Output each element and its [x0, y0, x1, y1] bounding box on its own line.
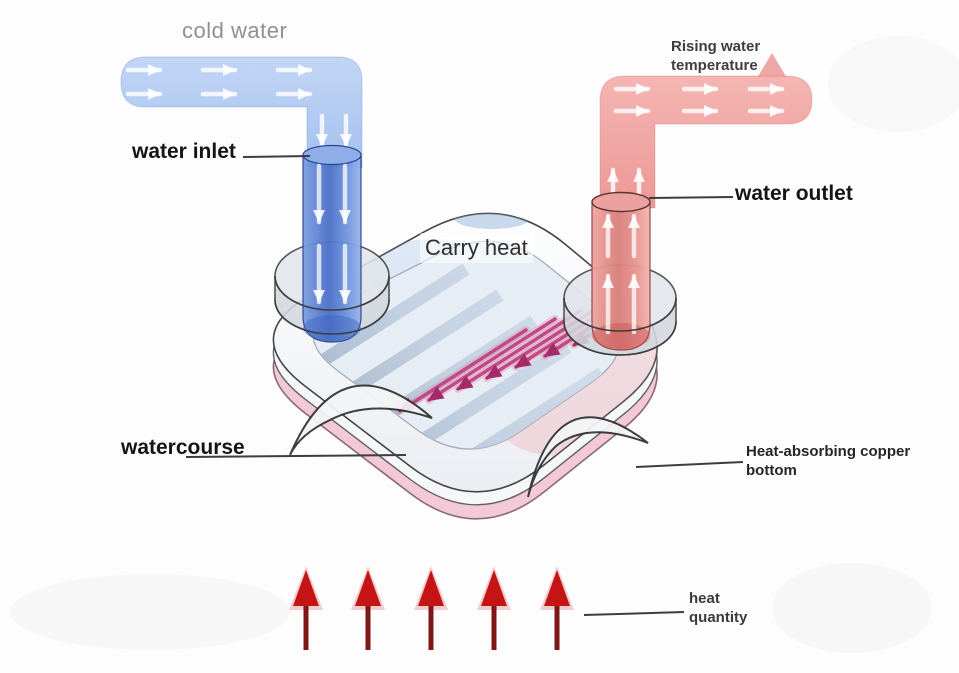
label-rising-water-line2: temperature	[671, 57, 758, 74]
leader-copper-bottom	[635, 461, 744, 468]
label-heat-absorbing-copper-bottom: Heat-absorbing copper bottom	[746, 442, 910, 480]
outlet-flow-arrows	[602, 213, 640, 335]
leader-water-inlet	[242, 155, 311, 158]
label-water-inlet: water inlet	[132, 140, 236, 163]
label-heat-quantity-line1: heat	[689, 590, 720, 607]
label-heat-quantity-line2: quantity	[689, 609, 748, 626]
cold-flow-arrows	[125, 64, 352, 149]
label-copper-line1: Heat-absorbing copper	[746, 443, 911, 460]
leader-water-outlet	[648, 196, 734, 199]
label-heat-quantity: heat quantity	[689, 589, 747, 627]
inlet-flow-arrows	[313, 163, 351, 305]
label-copper-line2: bottom	[746, 462, 797, 479]
outlet-cylinder	[563, 191, 677, 356]
background-smudges	[10, 36, 959, 653]
label-cold-water: cold water	[182, 18, 288, 43]
hot-water-pipe	[599, 53, 813, 209]
leader-watercourse	[185, 454, 407, 458]
leader-lines	[185, 155, 744, 616]
label-water-outlet: water outlet	[735, 182, 853, 205]
crescent-cutout-right	[527, 416, 649, 498]
cold-water-pipe	[120, 56, 363, 169]
inlet-cylinder	[274, 144, 390, 343]
label-carry-heat: Carry heat	[420, 233, 533, 263]
leader-heat-quantity	[583, 611, 685, 616]
heat-quantity-arrows	[289, 566, 574, 650]
pipe-spike	[757, 53, 787, 78]
crescent-cutout-left	[289, 384, 433, 456]
label-rising-water-line1: Rising water	[671, 38, 761, 55]
label-watercourse: watercourse	[121, 436, 245, 459]
label-rising-water-temperature: Rising water temperature	[671, 37, 760, 75]
